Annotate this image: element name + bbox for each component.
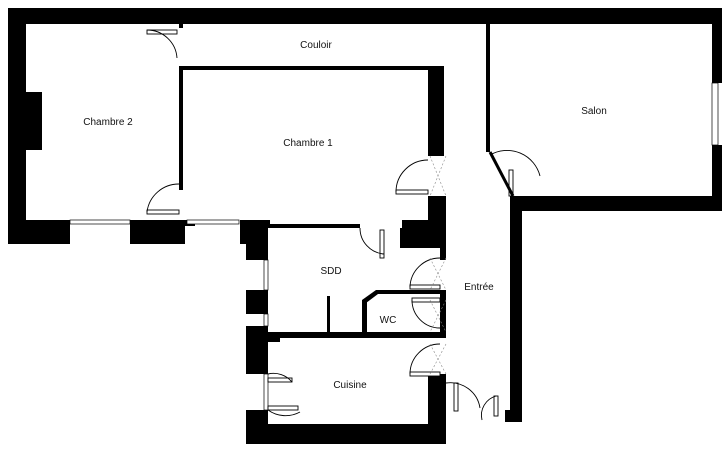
room-label-cuisine: Cuisine bbox=[333, 380, 367, 391]
windows bbox=[69, 82, 719, 411]
doors bbox=[146, 29, 541, 421]
room-labels: Couloir Chambre 2 Chambre 1 Salon SDD WC… bbox=[83, 40, 607, 391]
interior-walls bbox=[179, 24, 490, 342]
room-label-wc: WC bbox=[380, 315, 397, 326]
room-label-sdd: SDD bbox=[320, 266, 341, 277]
room-label-chambre-1: Chambre 1 bbox=[283, 138, 333, 149]
room-label-entree: Entrée bbox=[464, 282, 494, 293]
outer-walls bbox=[8, 8, 722, 444]
room-label-salon: Salon bbox=[581, 106, 607, 117]
room-label-chambre-2: Chambre 2 bbox=[83, 117, 133, 128]
thresholds bbox=[429, 155, 447, 375]
room-label-couloir: Couloir bbox=[300, 40, 332, 51]
